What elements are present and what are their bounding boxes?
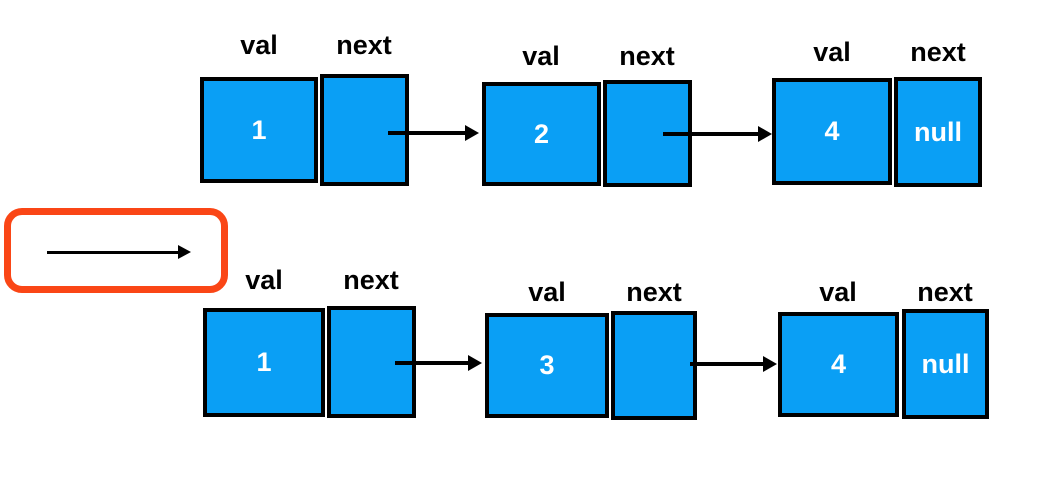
node-val-cell: 4 (778, 312, 899, 417)
node-value: 3 (539, 350, 555, 380)
next-label: next (336, 30, 392, 60)
next-label: next (910, 37, 966, 67)
next-label: next (626, 277, 682, 307)
node-next-cell (327, 306, 416, 418)
node-value: 1 (256, 347, 272, 377)
node-next-value: null (914, 116, 962, 147)
node-next-value: null (921, 348, 970, 379)
node-value: 1 (251, 114, 267, 145)
node-val-cell: 1 (203, 308, 325, 417)
next-label: next (917, 277, 973, 307)
val-label: val (240, 30, 278, 60)
node-next-cell: null (894, 77, 982, 187)
node-val-cell: 3 (485, 313, 609, 418)
legend-highlight-box (4, 208, 228, 293)
pointer-arrow (395, 355, 482, 371)
node-next-cell (320, 74, 409, 186)
node-next-cell: null (902, 309, 989, 419)
node-val-cell: 4 (772, 78, 892, 185)
pointer-arrow (690, 356, 777, 372)
arrow-right-icon (47, 245, 191, 259)
node-value: 2 (533, 118, 550, 149)
val-label: val (522, 41, 560, 71)
node-value: 4 (830, 349, 847, 379)
pointer-arrow (663, 126, 772, 142)
node-next-cell (611, 311, 697, 420)
next-label: next (619, 41, 675, 71)
val-label: val (528, 277, 566, 307)
val-label: val (245, 265, 283, 295)
node-val-cell: 2 (482, 82, 601, 186)
node-val-cell: 1 (200, 77, 318, 183)
val-label: val (819, 277, 857, 307)
pointer-arrow (388, 125, 479, 141)
node-value: 4 (824, 116, 840, 146)
next-label: next (343, 265, 399, 295)
val-label: val (813, 37, 851, 67)
